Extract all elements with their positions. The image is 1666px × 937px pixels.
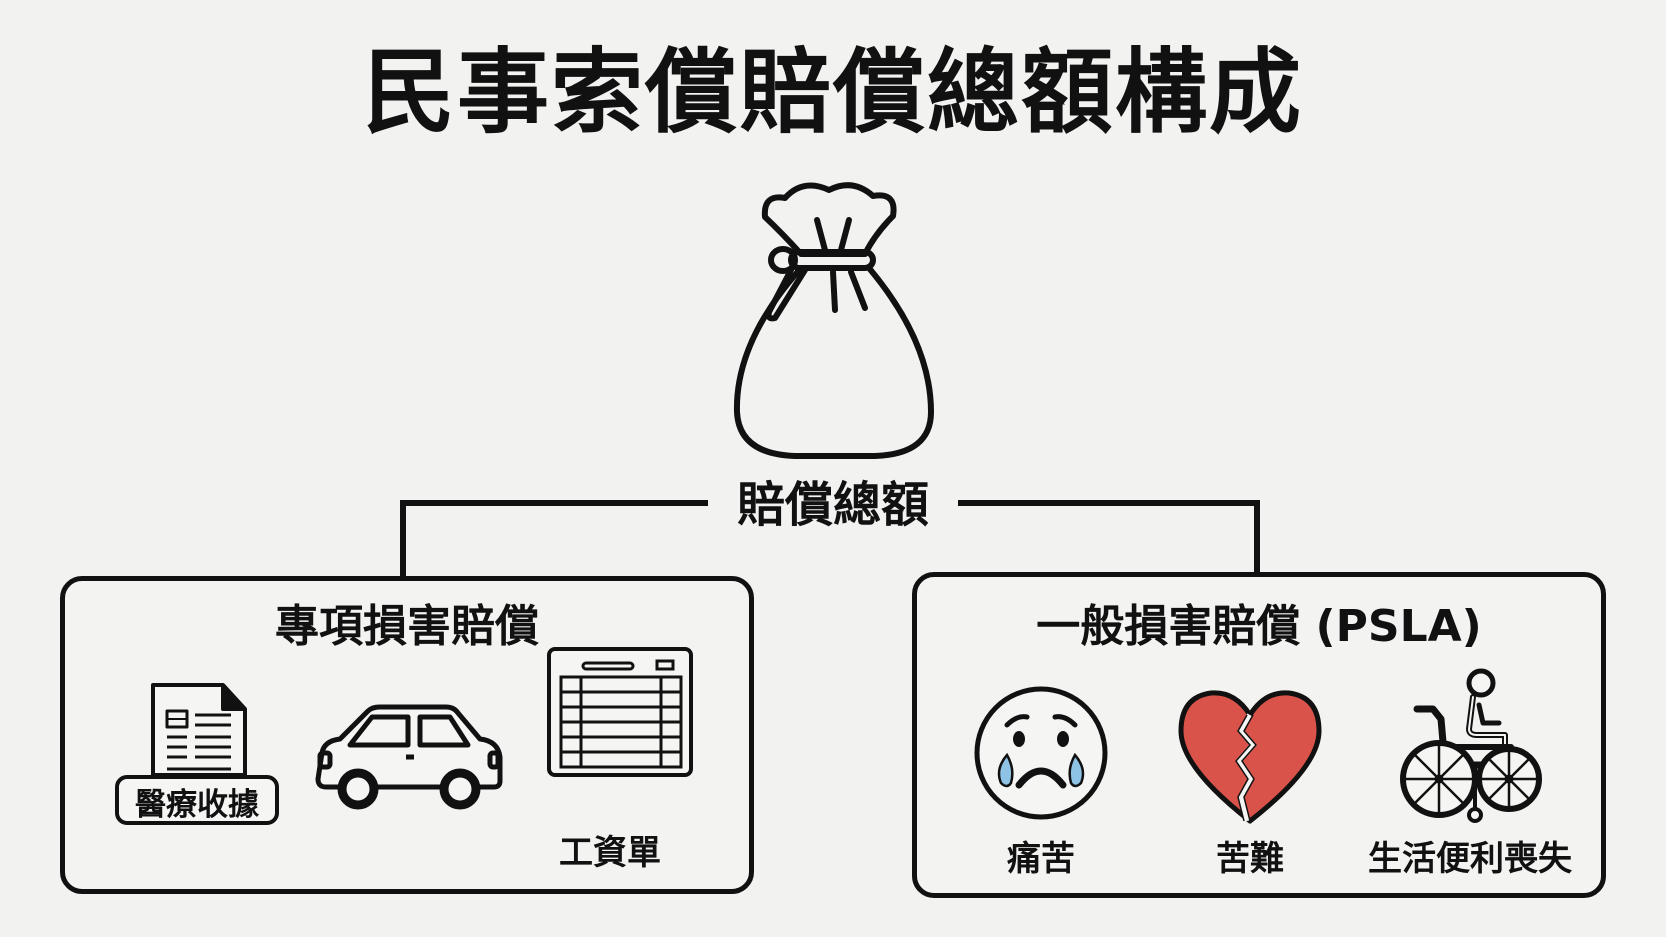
total-amount-label: 賠償總額 xyxy=(736,477,929,533)
general-damages-box: 一般損害賠償 (PSLA) 痛苦 苦難 xyxy=(912,572,1606,898)
general-damages-title: 一般損害賠償 (PSLA) xyxy=(1036,601,1482,652)
pain-label: 痛苦 xyxy=(1007,839,1075,879)
money-bag-icon xyxy=(733,182,934,459)
special-damages-box: 專項損害賠償 醫療收據 xyxy=(60,576,754,894)
suffering-label: 苦難 xyxy=(1216,839,1284,879)
wheelchair-icon xyxy=(1400,668,1542,823)
medical-receipt-label: 醫療收據 xyxy=(135,787,259,823)
connector-right-vertical xyxy=(1254,500,1260,576)
payslip-label: 工資單 xyxy=(559,833,661,873)
document-receipt-icon xyxy=(115,683,279,825)
connector-left-horizontal xyxy=(400,500,708,506)
car-icon xyxy=(315,704,503,810)
loss-of-amenity-label: 生活便利喪失 xyxy=(1368,839,1572,879)
connector-left-vertical xyxy=(400,500,406,580)
diagram-title: 民事索償賠償總額構成 xyxy=(362,39,1303,146)
connector-right-horizontal xyxy=(958,500,1260,506)
broken-heart-icon xyxy=(1178,690,1322,824)
payslip-table-icon xyxy=(547,647,693,777)
crying-face-icon xyxy=(974,686,1108,820)
special-damages-title: 專項損害賠償 xyxy=(275,601,539,652)
